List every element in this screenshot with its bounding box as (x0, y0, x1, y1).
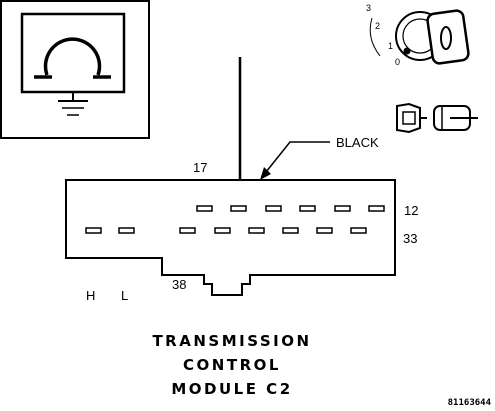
terminal (214, 227, 231, 234)
terminal (282, 227, 299, 234)
caption-line-2: CONTROL (183, 356, 281, 374)
ground-icon (58, 92, 88, 116)
caption-line-1: TRANSMISSION (152, 332, 311, 350)
terminal (334, 205, 351, 212)
terminal (265, 205, 282, 212)
terminal (316, 227, 333, 234)
pin-17-label: 17 (193, 160, 207, 175)
terminal (179, 227, 196, 234)
ignition-key-icon: 3 2 1 0 (366, 3, 470, 67)
connector-c2 (65, 179, 396, 296)
terminal-pin-17 (230, 205, 247, 212)
ohmmeter-icon (0, 0, 150, 139)
pin-row-bottom (85, 227, 367, 234)
terminal-h (85, 227, 102, 234)
ignition-position-0: 0 (395, 57, 400, 67)
pin-row-top (196, 205, 385, 212)
terminal (196, 205, 213, 212)
terminal (299, 205, 316, 212)
ignition-position-1: 1 (388, 41, 393, 51)
terminal-l (118, 227, 135, 234)
disconnected-connector-icon (396, 102, 478, 134)
ignition-position-3: 3 (366, 3, 371, 13)
caption-line-3: MODULE C2 (171, 380, 292, 398)
pin-33-label: 33 (403, 231, 417, 246)
terminal-pin-12 (368, 205, 385, 212)
wire-color-label: BLACK (336, 135, 379, 150)
pin-38-label: 38 (172, 277, 186, 292)
terminal-pin-33 (350, 227, 367, 234)
terminal (248, 227, 265, 234)
terminal-l-label: L (121, 288, 128, 303)
pin-12-label: 12 (404, 203, 418, 218)
wire-color-leader (260, 141, 330, 180)
figure-number: 81163644 (448, 398, 492, 408)
terminal-h-label: H (86, 288, 95, 303)
ignition-position-2: 2 (375, 21, 380, 31)
